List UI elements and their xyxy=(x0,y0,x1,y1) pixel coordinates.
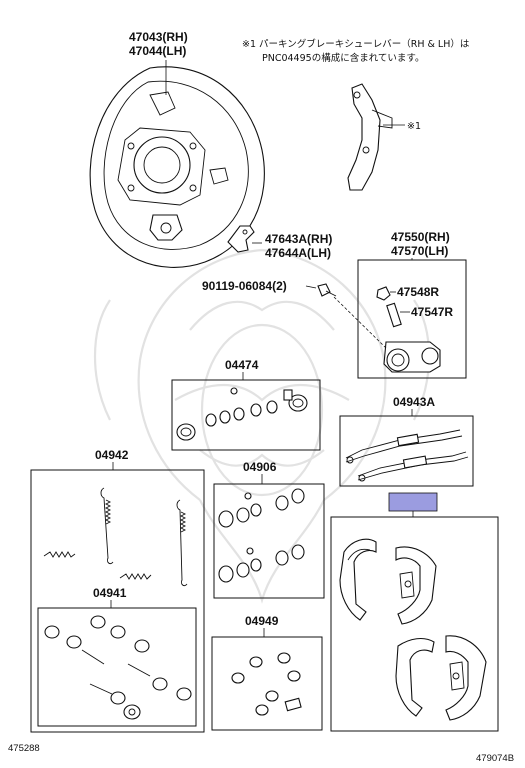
wheel-cylinder xyxy=(383,341,441,373)
kit-04941-hold-down-parts xyxy=(44,615,192,720)
kit-04949-parts xyxy=(231,652,302,716)
kit-04474-box xyxy=(171,379,321,451)
kit-04942-box xyxy=(30,469,205,733)
kit-04906-parts xyxy=(218,488,305,583)
label-47044: 47044(LH) xyxy=(129,44,186,58)
label-47548R: 47548R xyxy=(397,285,439,299)
kit-04943A-box xyxy=(339,415,474,487)
parking-brake-shoe-lever xyxy=(347,83,393,191)
note-line-2: PNC04495の構成に含まれています。 xyxy=(262,52,424,64)
label-04942: 04942 xyxy=(95,448,129,462)
kit-04942-springs xyxy=(43,487,188,587)
label-47570: 47570(LH) xyxy=(391,244,448,258)
kit-04949-box xyxy=(211,636,323,731)
bleeder-cap xyxy=(376,286,391,301)
kit-04474-parts xyxy=(176,387,308,441)
note-marker: ※1 xyxy=(407,121,421,132)
backing-plate xyxy=(89,66,265,268)
label-47043: 47043(RH) xyxy=(129,30,188,44)
brake-shoe-set-box xyxy=(330,516,499,732)
shoe-set-highlight xyxy=(388,492,438,512)
footer-left-code: 475288 xyxy=(8,743,40,754)
kit-04941-box xyxy=(37,607,197,727)
cylinder-bolt xyxy=(317,283,337,297)
label-04949: 04949 xyxy=(245,614,279,628)
note-line-1: ※1 パーキングブレーキシューレバー（RH & LH）は xyxy=(242,38,470,50)
watermark-emblem xyxy=(93,248,431,604)
brake-shoe-lower xyxy=(395,635,487,721)
kit-04943A-adjusters xyxy=(345,429,469,482)
label-47547R: 47547R xyxy=(411,305,453,319)
kit-04906-box xyxy=(213,483,325,599)
bleeder-plug xyxy=(386,302,402,328)
label-04906: 04906 xyxy=(243,460,277,474)
brake-shoe-upper xyxy=(339,538,437,625)
label-90119-06084: 90119-06084(2) xyxy=(202,279,287,293)
label-47550: 47550(RH) xyxy=(391,230,450,244)
label-04474: 04474 xyxy=(225,358,259,372)
label-04943A: 04943A xyxy=(393,395,435,409)
label-47643A: 47643A(RH) xyxy=(265,232,332,246)
adjusting-lever xyxy=(227,225,255,253)
footer-right-code: 479074B xyxy=(476,753,514,764)
label-47644A: 47644A(LH) xyxy=(265,246,331,260)
label-04941: 04941 xyxy=(93,586,127,600)
